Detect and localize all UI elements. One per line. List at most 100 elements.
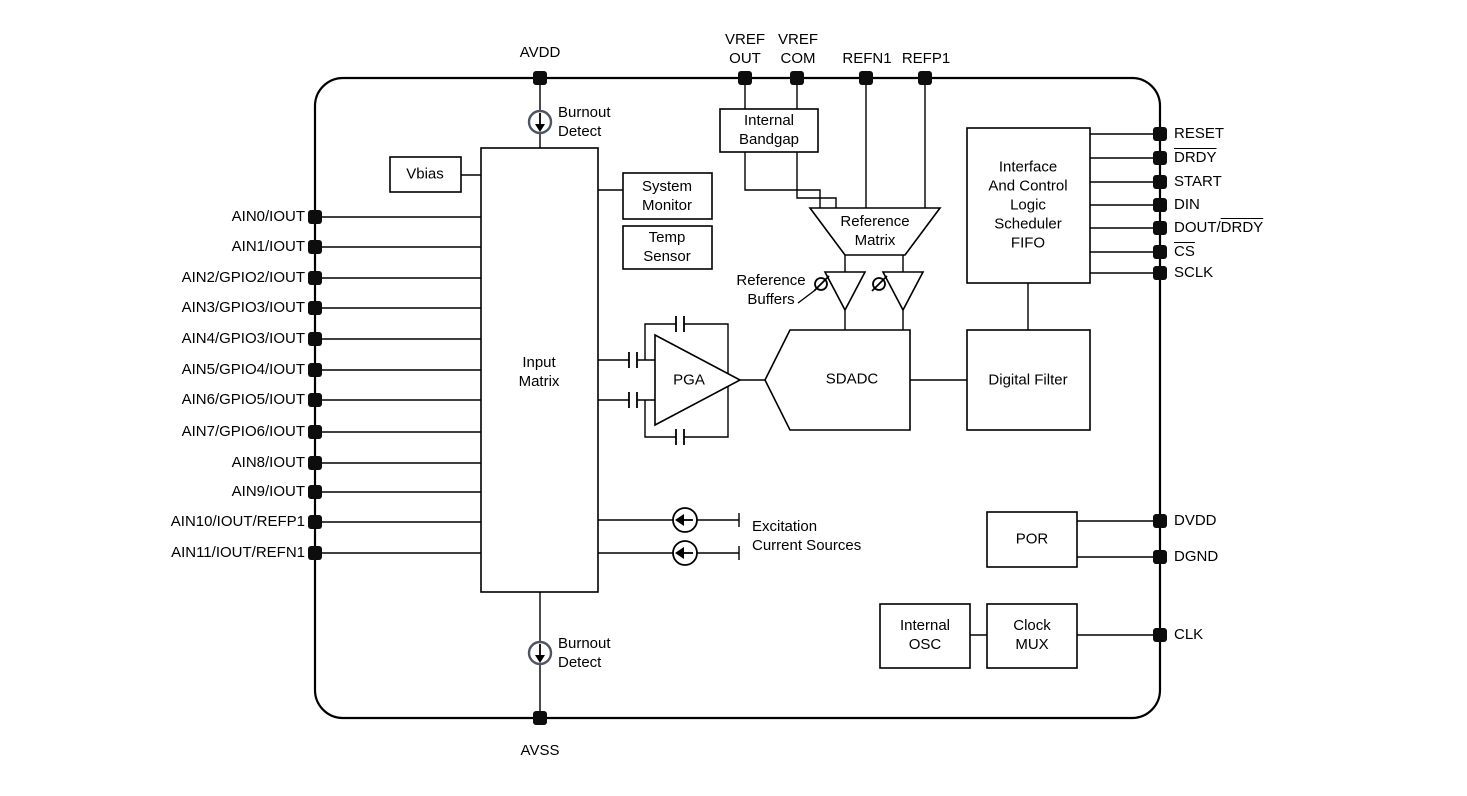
pin-label-dvdd: DVDD <box>1174 512 1217 529</box>
pin-ain4 <box>308 332 322 346</box>
wires-interface-pins <box>1090 133 1153 274</box>
pin-ain5 <box>308 363 322 377</box>
pin-label-ain9: AIN9/IOUT <box>231 483 305 500</box>
pga-label: PGA <box>673 371 705 389</box>
por-box <box>986 511 1078 568</box>
vbias-label: Vbias <box>406 165 444 183</box>
reference-matrix-shape <box>808 207 942 256</box>
pin-label-cs-overline: CS <box>1174 243 1195 260</box>
pin-vref-out <box>738 71 752 85</box>
pin-ain9 <box>308 485 322 499</box>
reference-matrix-label: Reference Matrix <box>840 213 910 249</box>
excitation-source-1-icon <box>672 507 698 533</box>
pin-label-refp1: REFP1 <box>901 50 951 67</box>
pin-dout-drdy <box>1153 221 1167 235</box>
pin-start <box>1153 175 1167 189</box>
pin-label-ain2: AIN2/GPIO2/IOUT <box>181 269 305 286</box>
sdadc-label: SDADC <box>825 370 879 388</box>
clock-mux-label: Clock MUX <box>1013 617 1051 653</box>
pin-label-avss: AVSS <box>520 742 560 759</box>
reference-buffer-1-switch-slash <box>813 275 830 292</box>
reference-buffer-2-amp <box>881 271 925 312</box>
interface-box <box>966 127 1091 284</box>
digital-filter-box <box>966 329 1091 431</box>
pin-label-drdy: DRDY <box>1174 147 1217 169</box>
pin-label-ain5: AIN5/GPIO4/IOUT <box>181 361 305 378</box>
capacitor-symbols <box>628 316 685 445</box>
pin-label-dout-drdy-overline: DRDY <box>1220 219 1264 236</box>
pin-label-avdd: AVDD <box>519 44 561 61</box>
internal-osc-box <box>879 603 971 669</box>
pin-ain2 <box>308 271 322 285</box>
temp-sensor-box <box>622 225 713 270</box>
pin-reset <box>1153 127 1167 141</box>
pin-vref-com <box>790 71 804 85</box>
burnout-detect-bottom-icon <box>527 640 553 666</box>
system-monitor-label: System Monitor <box>641 178 693 214</box>
pin-avdd <box>533 71 547 85</box>
pin-avss <box>533 711 547 725</box>
pin-label-ain4: AIN4/GPIO3/IOUT <box>181 330 305 347</box>
pga-triangle <box>654 333 742 427</box>
pin-label-dout-text: DOUT/ <box>1174 219 1221 236</box>
pin-label-ain6: AIN6/GPIO5/IOUT <box>181 391 305 408</box>
pin-label-ain10: AIN10/IOUT/REFP1 <box>170 513 305 530</box>
pin-label-dgnd: DGND <box>1174 548 1219 565</box>
por-label: POR <box>1015 530 1049 548</box>
reference-buffers-label: Reference Buffers <box>736 272 806 308</box>
burnout-detect-top-label: Burnout Detect <box>558 104 611 140</box>
pin-label-vref-com: VREF COM <box>777 31 819 67</box>
input-matrix-box <box>480 147 599 593</box>
pin-label-ain0: AIN0/IOUT <box>231 208 305 225</box>
reference-buffer-2-switch-slash <box>871 275 888 292</box>
pin-refp1 <box>918 71 932 85</box>
pin-label-ain11: AIN11/IOUT/REFN1 <box>171 544 305 561</box>
pin-label-ain3: AIN3/GPIO3/IOUT <box>181 299 305 316</box>
pin-label-sclk-text: SCLK <box>1174 264 1214 281</box>
pin-ain0 <box>308 210 322 224</box>
pin-dvdd <box>1153 514 1167 528</box>
clock-mux-box <box>986 603 1078 669</box>
wires-left-pins <box>322 216 481 554</box>
pin-refn1 <box>859 71 873 85</box>
pin-label-din: DIN <box>1174 194 1200 216</box>
pin-pads <box>308 71 1167 725</box>
pin-label-reset-text: RESET <box>1174 125 1225 142</box>
pin-label-start-text: START <box>1174 173 1222 190</box>
internal-osc-label: Internal OSC <box>899 617 951 653</box>
pin-sclk <box>1153 266 1167 280</box>
internal-bandgap-label: Internal Bandgap <box>738 112 800 148</box>
pin-label-ain8: AIN8/IOUT <box>231 454 305 471</box>
pin-ain6 <box>308 393 322 407</box>
burnout-detect-bottom-label: Burnout Detect <box>558 635 611 671</box>
excitation-current-sources-label: Excitation Current Sources <box>752 518 862 554</box>
input-matrix-label: Input Matrix <box>518 354 560 390</box>
pin-label-sclk: SCLK <box>1174 262 1213 284</box>
pin-label-ain1: AIN1/IOUT <box>231 238 305 255</box>
pin-cs <box>1153 245 1167 259</box>
internal-bandgap-box <box>719 108 819 153</box>
pin-label-dout-drdy: DOUT/DRDY <box>1174 217 1263 239</box>
wires-reference-path <box>744 85 926 330</box>
pin-drdy <box>1153 151 1167 165</box>
pin-ain10 <box>308 515 322 529</box>
temp-sensor-label: Temp Sensor <box>643 229 691 265</box>
pin-label-din-text: DIN <box>1174 196 1200 213</box>
burnout-detect-top-icon <box>527 109 553 135</box>
pin-ain3 <box>308 301 322 315</box>
system-monitor-box <box>622 172 713 220</box>
wires-power-clock <box>970 520 1153 636</box>
digital-filter-label: Digital Filter <box>988 371 1068 389</box>
pin-label-start: START <box>1174 171 1222 193</box>
pin-ain11 <box>308 546 322 560</box>
pin-label-vref-out: VREF OUT <box>724 31 766 67</box>
pin-ain1 <box>308 240 322 254</box>
pin-label-drdy-overline: DRDY <box>1174 149 1217 166</box>
pin-label-reset: RESET <box>1174 123 1224 145</box>
interface-label: Interface And Control Logic Scheduler FI… <box>988 158 1068 252</box>
pin-label-cs: CS <box>1174 241 1195 263</box>
sdadc-shape <box>764 329 911 431</box>
pin-ain7 <box>308 425 322 439</box>
